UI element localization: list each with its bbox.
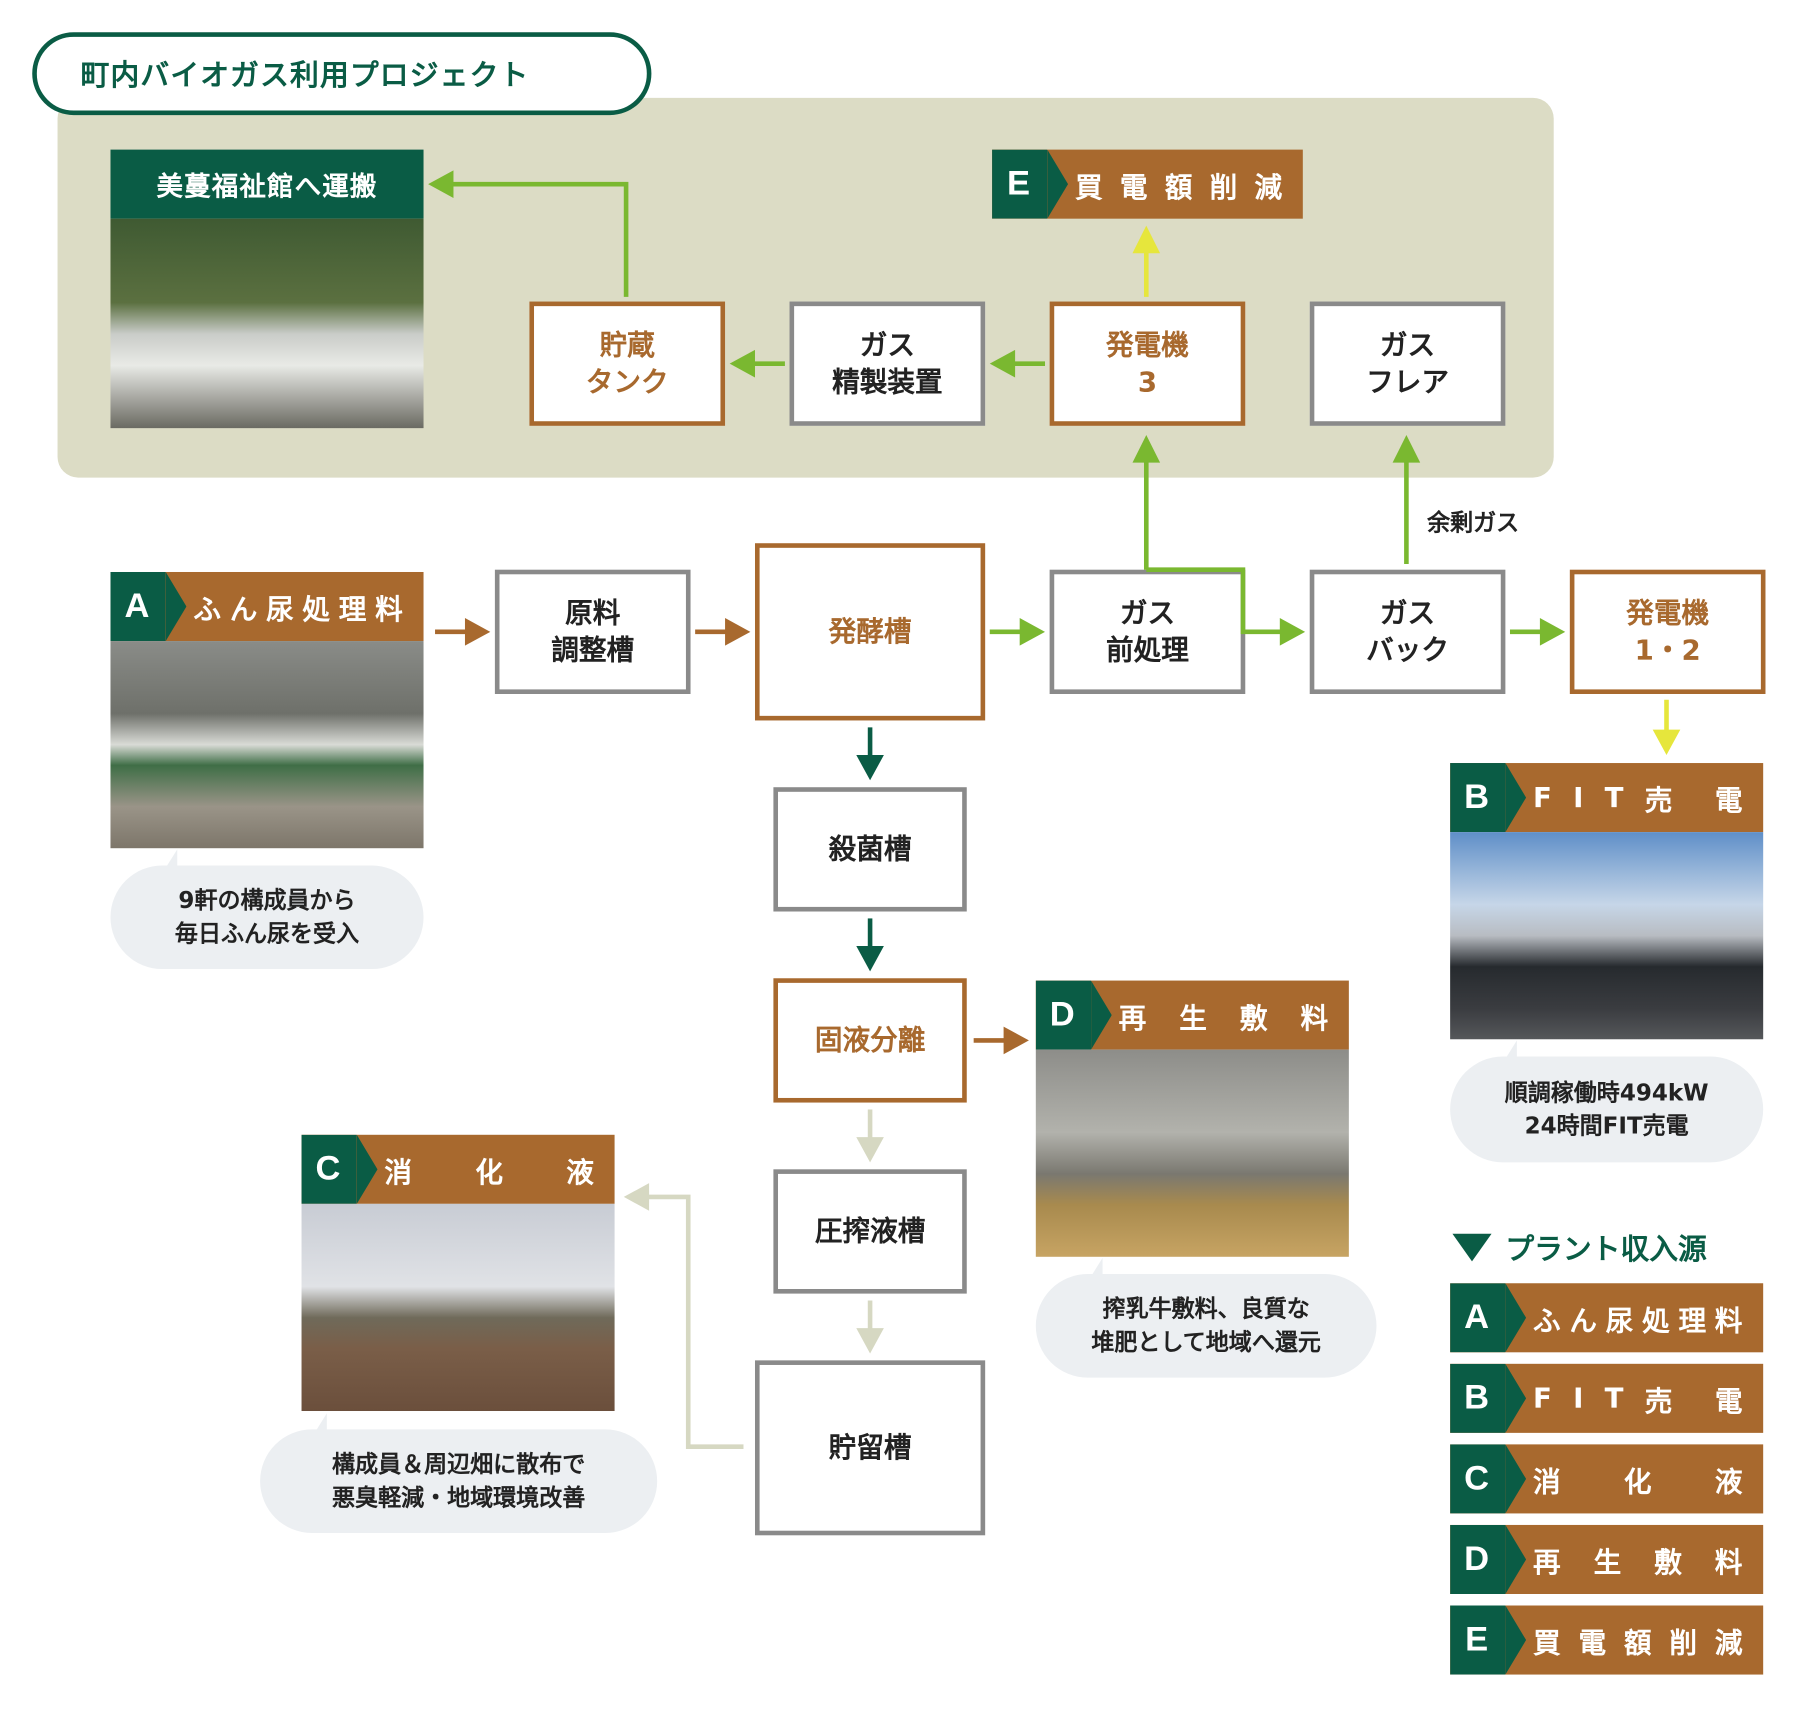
- arrow-tank-to-transport: [451, 181, 629, 297]
- triangle-down-icon: [1452, 1233, 1492, 1262]
- label-a-manure-fee: A ふん尿処理料: [110, 571, 424, 642]
- bubble-c: 構成員＆周辺畑に散布で 悪臭軽減・地域環境改善: [260, 1413, 658, 1533]
- arrow-reservoir-to-c: [646, 1194, 744, 1449]
- income-sources-heading: プラント収入源: [1452, 1227, 1707, 1268]
- bubble-d: 搾乳牛敷料、良質な 堆肥として地域へ還元: [1035, 1257, 1377, 1378]
- generator-plant-photo: [1450, 832, 1764, 1040]
- arrowhead-icon: [729, 349, 755, 378]
- label-d-recycled-bedding: D 再生敷料: [1035, 980, 1349, 1050]
- arrowhead-icon: [856, 1328, 884, 1354]
- arrowhead-icon: [856, 946, 884, 972]
- arrowhead-icon: [1279, 618, 1306, 646]
- pressed-liquid-node: 圧搾液槽: [773, 1169, 967, 1294]
- arrowhead-icon: [1132, 435, 1161, 463]
- label-c-digestate: C 消化液: [301, 1134, 615, 1204]
- arrowhead-icon: [989, 349, 1016, 378]
- arrowhead-icon: [1539, 618, 1566, 646]
- bedding-pile-photo: [1035, 1049, 1349, 1257]
- sterilizer-node: 殺菌槽: [773, 787, 967, 912]
- gas-bag-node: ガス バック: [1309, 569, 1506, 694]
- arrowhead-icon: [1392, 435, 1421, 463]
- manure-truck-photo: [110, 641, 424, 849]
- arrowhead-icon: [856, 754, 884, 781]
- bubble-b: 順調稼働時494kW 24時間FIT売電: [1450, 1040, 1764, 1163]
- arrowhead-icon: [1132, 225, 1161, 254]
- arrowhead-icon: [428, 170, 454, 198]
- reservoir-node: 貯留槽: [754, 1360, 986, 1536]
- arrowhead-icon: [856, 1137, 884, 1163]
- truck-crane-photo: [110, 218, 424, 429]
- arrowhead-icon: [725, 618, 751, 646]
- label-e-power-saving: E 買電額削減: [992, 149, 1303, 219]
- gas-refiner-node: ガス 精製装置: [789, 301, 986, 426]
- gas-pretreat-node: ガス 前処理: [1049, 569, 1246, 694]
- arrow-pretreat-to-bag: [1146, 567, 1285, 635]
- project-title: 町内バイオガス利用プロジェクト: [32, 32, 652, 116]
- gas-flare-node: ガス フレア: [1309, 301, 1506, 426]
- generator-3-node: 発電機 3: [1049, 301, 1246, 426]
- arrowhead-icon: [1019, 618, 1046, 646]
- arrowhead-icon: [623, 1183, 650, 1211]
- raw-adjust-node: 原料 調整槽: [494, 569, 691, 694]
- arrowhead-icon: [1003, 1026, 1029, 1055]
- field-spreading-photo: [301, 1203, 615, 1412]
- bubble-a: 9軒の構成員から 毎日ふん尿を受入: [110, 849, 424, 970]
- separator-node: 固液分離: [773, 978, 967, 1103]
- transport-label: 美蔓福祉館へ運搬: [110, 149, 424, 219]
- surplus-gas-label: 余剰ガス: [1427, 508, 1520, 537]
- generator-1-2-node: 発電機 1・2: [1569, 569, 1766, 694]
- storage-tank-node: 貯蔵 タンク: [529, 301, 726, 426]
- arrowhead-icon: [1652, 729, 1681, 755]
- fermenter-node: 発酵槽: [754, 543, 986, 721]
- arrowhead-icon: [464, 618, 491, 646]
